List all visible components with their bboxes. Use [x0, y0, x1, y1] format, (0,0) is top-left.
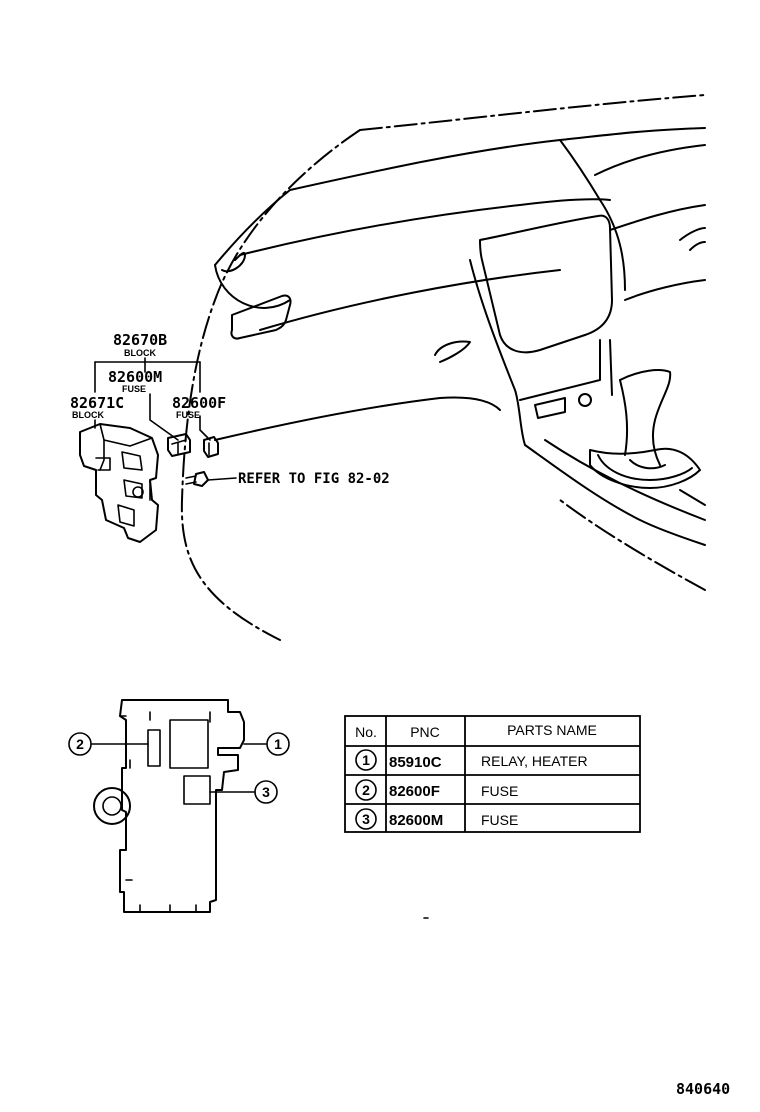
callout-82600m: 82600M FUSE	[108, 368, 162, 394]
table-row: 3 82600M FUSE	[355, 808, 518, 830]
fuse-slot-3	[183, 775, 211, 805]
callout-82600f-part: 82600F	[172, 394, 226, 412]
row-2-no: 2	[362, 782, 370, 798]
callout-82671c-part: 82671C	[70, 394, 124, 412]
relay-slot	[169, 719, 209, 769]
row-3-name: FUSE	[481, 812, 518, 828]
fuse-82600f-part	[203, 436, 219, 458]
marker-1-circle	[266, 732, 290, 756]
row-2-pnc: 82600F	[389, 783, 440, 800]
dashboard-illustration	[180, 94, 706, 641]
fuse-82600m-part	[167, 433, 191, 457]
table-row: 2 82600F FUSE	[355, 779, 518, 801]
marker-3-circle	[254, 780, 278, 804]
detail-markers: 2 1 3	[68, 732, 290, 804]
table-header-parts-name: PARTS NAME	[507, 722, 597, 738]
parts-table: No. PNC PARTS NAME 1 85910C RELAY, HEATE…	[344, 715, 641, 833]
callout-82670b-desc: BLOCK	[124, 348, 156, 358]
row-1-name: RELAY, HEATER	[481, 753, 588, 769]
bolt-part	[185, 471, 209, 487]
table-header-pnc: PNC	[410, 724, 440, 740]
row-2-name: FUSE	[481, 783, 518, 799]
refer-to-fig-label: REFER TO FIG 82-02	[238, 471, 390, 487]
marker-2-circle	[68, 732, 92, 756]
table-row: 1 85910C RELAY, HEATER	[355, 749, 588, 771]
mount-hole-inner	[102, 796, 122, 816]
callout-82671c: 82671C BLOCK	[70, 394, 124, 420]
block-detail-view	[93, 699, 245, 913]
callout-leaders	[94, 357, 237, 481]
callout-82600m-desc: FUSE	[122, 384, 146, 394]
marker-1-label: 1	[274, 736, 282, 752]
callout-82600f: 82600F FUSE	[172, 394, 226, 420]
marker-2-label: 2	[76, 736, 84, 752]
marker-3-label: 3	[262, 784, 270, 800]
row-1-no: 1	[362, 752, 370, 768]
fuse-slot-2	[147, 729, 161, 767]
callout-82600m-part: 82600M	[108, 368, 162, 386]
callout-82670b-part: 82670B	[113, 331, 167, 349]
callout-82600f-desc: FUSE	[176, 410, 200, 420]
row-1-pnc: 85910C	[389, 754, 442, 771]
mount-hole-outer	[93, 787, 131, 825]
row-3-no: 3	[362, 811, 370, 827]
figure-number: 840640	[676, 1080, 730, 1098]
junction-block-assembly	[79, 423, 159, 543]
table-header-no: No.	[355, 724, 377, 740]
callout-82670b: 82670B BLOCK	[113, 331, 167, 358]
callout-82671c-desc: BLOCK	[72, 410, 104, 420]
row-3-pnc: 82600M	[389, 812, 443, 829]
